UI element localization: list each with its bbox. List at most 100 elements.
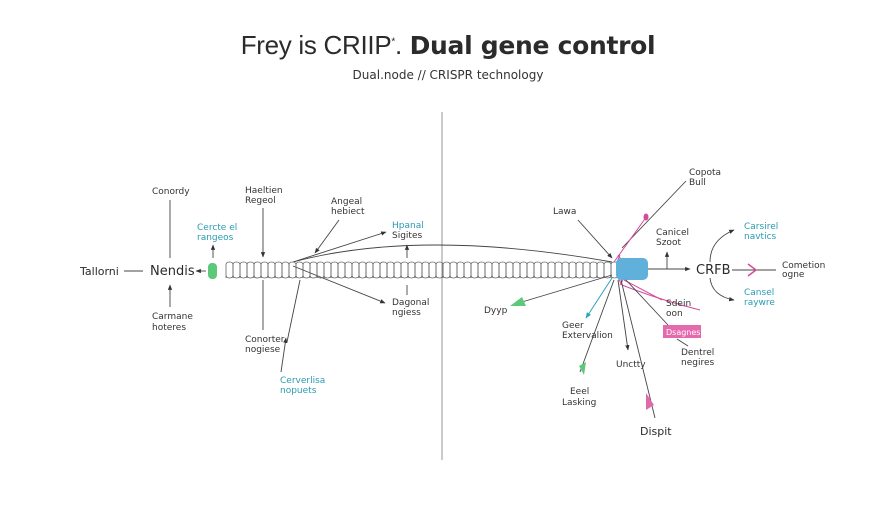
coil-segment <box>267 261 276 279</box>
label-geer-2: Extervalion <box>562 331 613 341</box>
label-eeel-1: Eeel <box>570 387 589 397</box>
coil-segment <box>232 261 241 279</box>
coil-segment <box>414 261 423 279</box>
edge-crfb-down <box>709 277 735 302</box>
label-angeal-1: Angeal <box>331 197 362 207</box>
edge-lawa <box>577 219 613 259</box>
coil-segment <box>526 261 535 279</box>
label-dentrel-2: negires <box>681 358 714 368</box>
label-dagonal-1: Dagonal <box>392 298 429 308</box>
edge-to-sigites <box>292 231 387 263</box>
label-copota-1: Copota <box>689 168 721 178</box>
coil-segment <box>512 261 521 279</box>
label-copota-2: Bull <box>689 178 706 188</box>
label-sdein-2: oon <box>666 309 683 319</box>
coil-segment <box>337 261 346 279</box>
title-bold-part: Dual gene control <box>409 31 656 60</box>
coil-segment <box>281 261 290 279</box>
label-conorter-1: Conorter <box>245 335 285 345</box>
label-carsirel-2: navtics <box>744 232 777 242</box>
edge-teal-bottom <box>286 279 301 343</box>
coil-segment <box>449 261 458 279</box>
label-carmane-1: Carmane <box>152 312 193 322</box>
coil-segment <box>477 261 486 279</box>
coil-segment <box>533 261 542 279</box>
label-geer-1: Geer <box>562 321 584 331</box>
coil-segment <box>491 261 500 279</box>
blue-cas-block <box>616 258 648 280</box>
coil-segment <box>575 261 584 279</box>
label-angeal-2: hebiect <box>331 207 365 217</box>
label-tallorni: Tallorni <box>79 265 119 278</box>
label-teal-top-2: rangeos <box>197 233 234 243</box>
label-cansel-2: raywre <box>744 298 775 308</box>
coil-segment <box>225 261 234 279</box>
pink-chevron-icon <box>747 263 758 277</box>
coil-segment <box>484 261 493 279</box>
coil-segment <box>351 261 360 279</box>
pink-badge-label: Dsagnes <box>666 328 700 337</box>
coil-segment <box>379 261 388 279</box>
edge-teal-geer <box>585 277 613 319</box>
edge-to-eeel <box>579 279 615 373</box>
label-conordy: Conordy <box>152 187 190 197</box>
pink-arrowhead-dispit <box>646 393 654 410</box>
label-cometion-1: Cometion <box>782 261 825 271</box>
label-eeel-2: Lasking <box>562 398 596 408</box>
title-light-part: Frey is CRIIP*. <box>240 30 403 60</box>
coil-segment <box>372 261 381 279</box>
diagram-subtitle: Dual.node // CRISPR technology <box>352 68 544 82</box>
coil-segment <box>421 261 430 279</box>
coil-segment <box>442 261 451 279</box>
label-teal-top-1: Cercte el <box>197 223 237 233</box>
label-dentrel-1: Dentrel <box>681 348 714 358</box>
coil-segment <box>323 261 332 279</box>
label-carsirel-1: Carsirel <box>744 222 778 232</box>
coil-segment <box>330 261 339 279</box>
edge-to-unctty <box>617 279 630 351</box>
node-nendis: Nendis <box>150 264 195 279</box>
edge-to-dyyp <box>521 274 613 303</box>
edge-angeal <box>314 219 340 254</box>
coil-segment <box>400 261 409 279</box>
right-panel: Lawa Copota Bull Canicel Szoot CRFB Cars… <box>484 168 825 438</box>
label-dagonal-2: ngiess <box>392 308 421 318</box>
coil-segment <box>582 261 591 279</box>
coil-segment <box>428 261 437 279</box>
coil-segment <box>456 261 465 279</box>
coil-segment <box>589 261 598 279</box>
coil-segment <box>393 261 402 279</box>
label-canicel-2: Szoot <box>656 238 681 248</box>
label-canicel-1: Canicel <box>656 228 689 238</box>
curve-long-arc <box>292 244 613 263</box>
coil-segment <box>365 261 374 279</box>
coil-segment <box>463 261 472 279</box>
pink-badge <box>663 325 701 338</box>
edge-to-badge <box>625 279 669 326</box>
label-dyyp: Dyyp <box>484 306 508 316</box>
label-conorter-2: nogiese <box>245 345 281 355</box>
label-haeltien-2: Regeol <box>245 196 276 206</box>
coil-segment <box>358 261 367 279</box>
coil-segment <box>540 261 549 279</box>
label-carmane-2: hoteres <box>152 323 186 333</box>
coil-segment <box>407 261 416 279</box>
label-lawa: Lawa <box>553 207 576 217</box>
coil-segment <box>568 261 577 279</box>
pink-strand <box>613 215 648 263</box>
label-cansel-1: Cansel <box>744 288 774 298</box>
label-sdein-1: Sdein <box>666 299 691 309</box>
green-arrowhead-dyyp <box>510 297 526 306</box>
label-cerverlisa-2: nopuets <box>280 386 317 396</box>
label-hpanal: Hpanal <box>392 221 424 231</box>
coil-segment <box>554 261 563 279</box>
coil-segment <box>519 261 528 279</box>
label-cerverlisa-1: Cerverlisa <box>280 376 325 386</box>
edge-to-sdein <box>623 279 663 301</box>
coil-segment <box>274 261 283 279</box>
green-marker <box>208 263 217 279</box>
label-dispit: Dispit <box>640 425 672 438</box>
edge-crfb-up <box>709 229 735 263</box>
coil-segment <box>561 261 570 279</box>
